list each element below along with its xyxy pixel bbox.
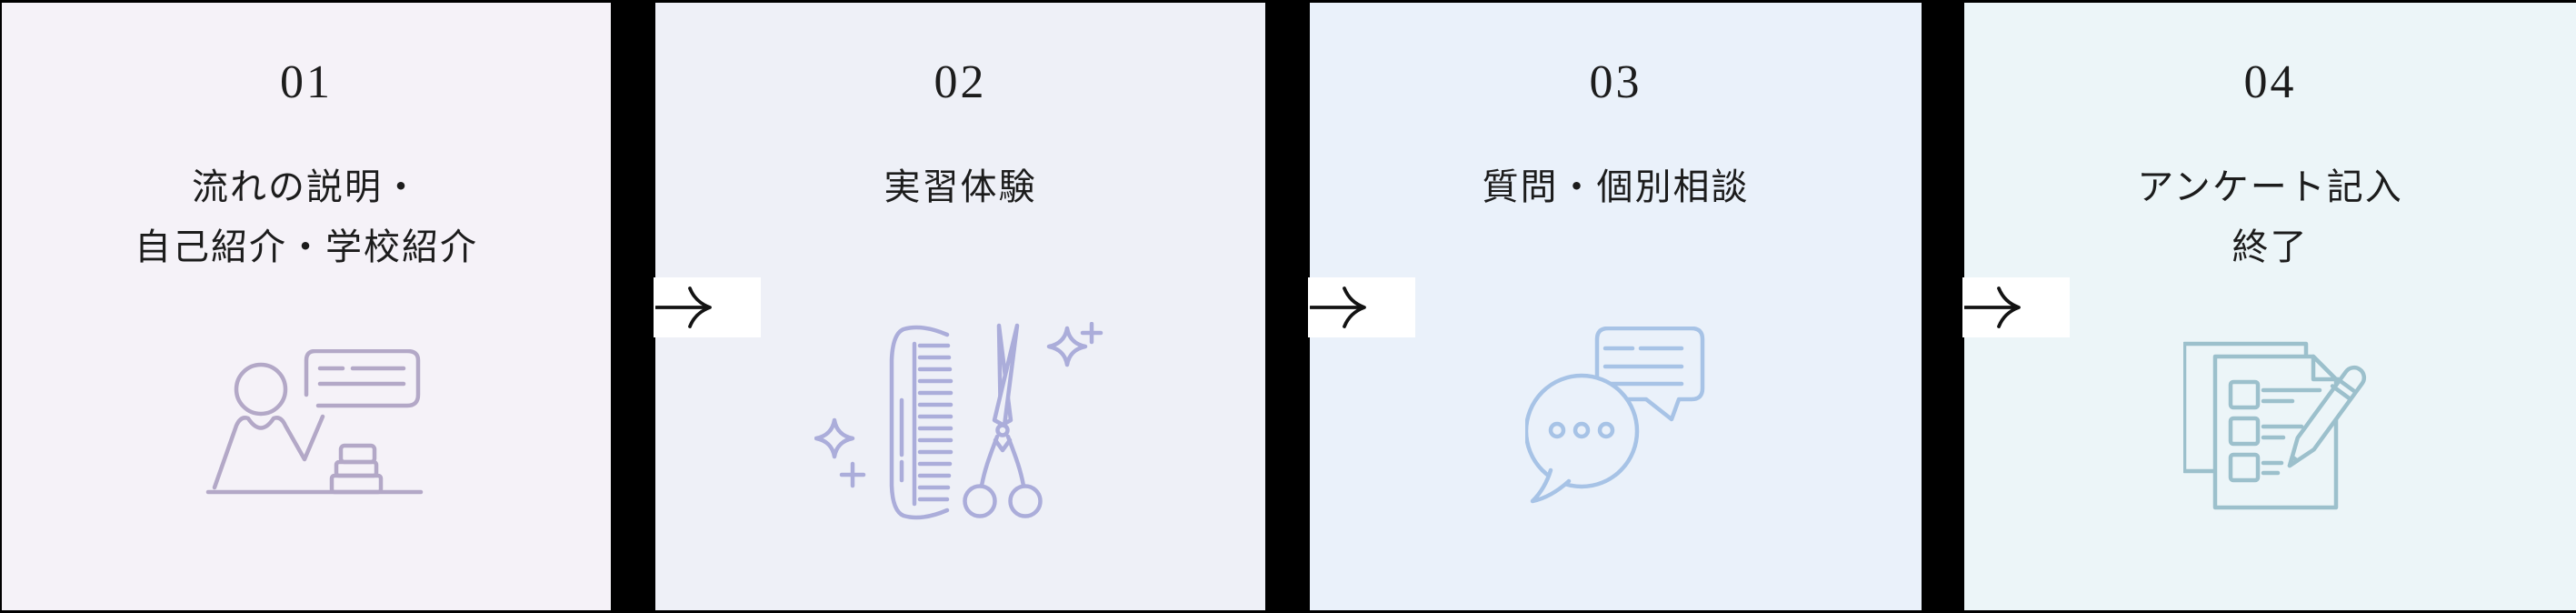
presentation-icon — [205, 349, 424, 495]
right-arrow-icon — [1964, 286, 2022, 328]
step-title-line: 終了 — [2232, 227, 2309, 267]
chat-bubbles-icon — [1524, 327, 1704, 504]
step-number: 02 — [934, 56, 987, 108]
step-title: アンケート記入 終了 — [2137, 157, 2402, 277]
step-number: 01 — [280, 56, 333, 108]
step-number: 04 — [2243, 56, 2297, 108]
step-title-line: 実習体験 — [884, 167, 1037, 207]
step-title-line — [1483, 217, 1750, 277]
comb-scissors-icon — [814, 322, 1103, 520]
survey-pencil-icon — [2183, 341, 2367, 510]
step-title: 質問・個別相談 — [1483, 157, 1750, 277]
step-title-line: 質問・個別相談 — [1482, 167, 1750, 207]
step-title: 流れの説明・ 自己紹介・学校紹介 — [135, 157, 478, 277]
step-title-line: アンケート記入 — [2137, 167, 2403, 207]
step-card-1: 01 流れの説明・ 自己紹介・学校紹介 — [2, 3, 611, 610]
step-title-line: 自己紹介・学校紹介 — [135, 227, 478, 267]
right-arrow-icon — [1310, 286, 1368, 328]
step-title-line: 流れの説明・ — [192, 167, 421, 207]
step-title-line — [884, 217, 1037, 277]
right-arrow-icon — [655, 286, 714, 328]
step-number: 03 — [1589, 56, 1642, 108]
step-title: 実習体験 — [884, 157, 1037, 277]
